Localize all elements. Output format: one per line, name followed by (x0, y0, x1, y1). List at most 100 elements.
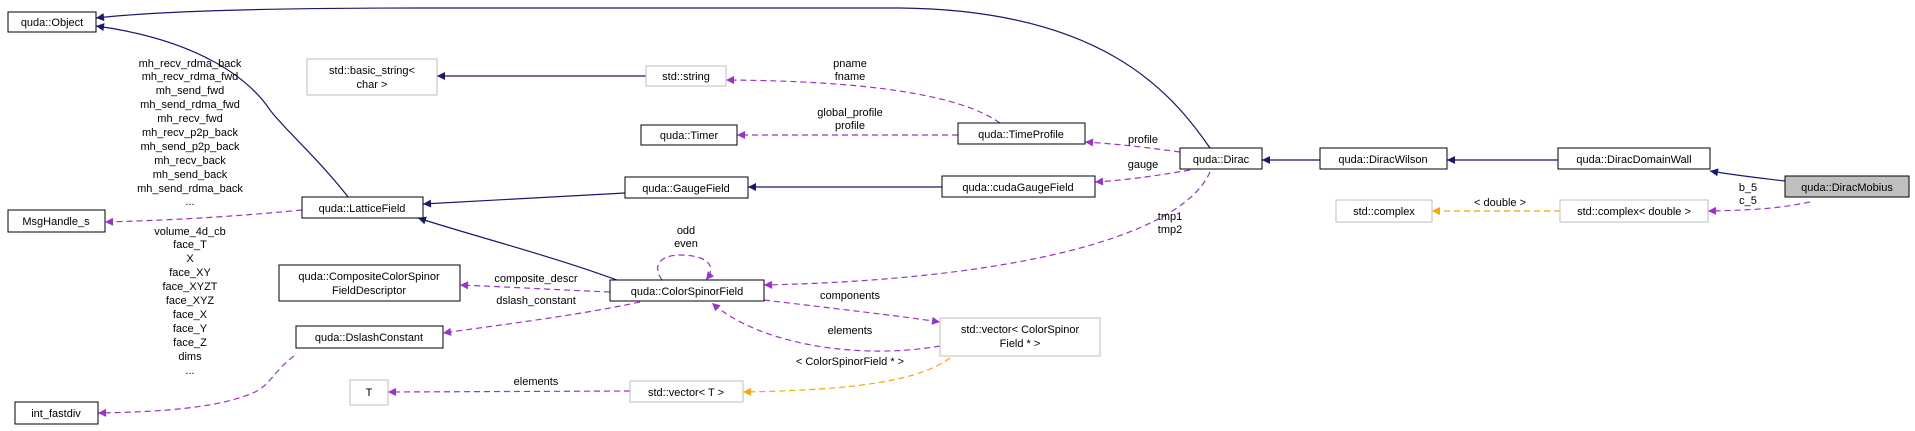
svg-text:mh_recv_p2p_back: mh_recv_p2p_back (142, 127, 239, 139)
svg-text:quda::DiracWilson: quda::DiracWilson (1338, 154, 1427, 166)
node-std-complex[interactable]: std::complex (1335, 199, 1433, 223)
label-global-profile: global_profile profile (817, 107, 882, 132)
svg-text:...: ... (185, 365, 194, 377)
svg-text:mh_send_p2p_back: mh_send_p2p_back (140, 141, 240, 153)
svg-text:face_Y: face_Y (173, 323, 208, 335)
node-quda-dirac[interactable]: quda::Dirac (1179, 147, 1263, 170)
svg-text:face_XY: face_XY (169, 267, 211, 279)
label-elements-T: elements (514, 376, 559, 388)
svg-text:quda::TimeProfile: quda::TimeProfile (978, 129, 1064, 141)
svg-text:face_X: face_X (173, 309, 208, 321)
svg-text:mh_recv_fwd: mh_recv_fwd (157, 113, 222, 125)
svg-text:quda::DiracDomainWall: quda::DiracDomainWall (1576, 154, 1691, 166)
svg-text:std::string: std::string (662, 71, 710, 83)
node-quda-object[interactable]: quda::Object (7, 11, 97, 33)
svg-text:even: even (674, 238, 698, 250)
label-pname-fname: pname fname (833, 58, 867, 83)
label-odd-even: odd even (674, 225, 698, 250)
svg-text:face_Z: face_Z (173, 337, 207, 349)
node-quda-diracmobius[interactable]: quda::DiracMobius (1784, 175, 1910, 198)
svg-text:face_XYZT: face_XYZT (162, 281, 217, 293)
svg-text:c_5: c_5 (1739, 195, 1757, 207)
node-std-vector-colorspinorfield[interactable]: std::vector< ColorSpinor Field * > (939, 317, 1101, 357)
svg-text:X: X (186, 253, 194, 265)
svg-text:mh_send_fwd: mh_send_fwd (156, 85, 225, 97)
edge-latticefield-object (95, 23, 353, 203)
svg-text:int_fastdiv: int_fastdiv (31, 408, 81, 420)
svg-text:std::complex< double >: std::complex< double > (1577, 206, 1691, 218)
label-tmp1-tmp2: tmp1 tmp2 (1158, 211, 1182, 236)
label-b5-c5: b_5 c_5 (1739, 182, 1757, 207)
svg-text:profile: profile (835, 120, 865, 132)
label-elements-vector: elements (828, 325, 873, 337)
node-quda-timeprofile[interactable]: quda::TimeProfile (957, 122, 1086, 145)
edge-colorspinorfield-vectorcsf (763, 299, 941, 325)
svg-text:quda::DslashConstant: quda::DslashConstant (315, 332, 423, 344)
label-composite-descr: composite_descr (494, 273, 577, 285)
svg-text:FieldDescriptor: FieldDescriptor (332, 285, 406, 297)
edge-colorspinorfield-dslashconstant (442, 301, 641, 336)
svg-text:std::basic_string<: std::basic_string< (329, 65, 415, 77)
node-int-fastdiv[interactable]: int_fastdiv (14, 401, 99, 425)
edge-msghandle-latticefield (104, 209, 303, 226)
node-std-basic-string[interactable]: std::basic_string< char > (306, 58, 438, 96)
edge-gaugefield-latticefield (422, 192, 626, 208)
edge-diracmobius-complexdouble (1707, 201, 1811, 215)
svg-text:dims: dims (178, 351, 202, 363)
svg-text:pname: pname (833, 58, 867, 70)
label-profile: profile (1128, 134, 1158, 146)
svg-text:odd: odd (677, 225, 695, 237)
svg-text:global_profile: global_profile (817, 107, 882, 119)
svg-text:quda::ColorSpinorField: quda::ColorSpinorField (631, 286, 744, 298)
svg-text:mh_send_rdma_fwd: mh_send_rdma_fwd (140, 99, 240, 111)
node-std-complex-double[interactable]: std::complex< double > (1559, 199, 1709, 223)
node-quda-diracdomainwall[interactable]: quda::DiracDomainWall (1557, 147, 1711, 170)
svg-text:quda::Object: quda::Object (21, 17, 83, 29)
svg-text:MsgHandle_s: MsgHandle_s (22, 216, 90, 228)
label-double-template: < double > (1474, 197, 1526, 209)
label-components: components (820, 290, 880, 302)
edge-colorspinorfield-latticefield (417, 216, 631, 286)
node-quda-colorspinorfield[interactable]: quda::ColorSpinorField (609, 279, 765, 302)
edge-vectorcsf-colorspinorfield (711, 302, 941, 352)
svg-text:volume_4d_cb: volume_4d_cb (154, 226, 226, 238)
node-quda-cudagaugefield[interactable]: quda::cudaGaugeField (941, 175, 1096, 198)
svg-text:std::vector< T >: std::vector< T > (648, 387, 724, 399)
svg-text:face_XYZ: face_XYZ (166, 295, 215, 307)
node-msghandle-s[interactable]: MsgHandle_s (7, 209, 106, 233)
svg-text:quda::GaugeField: quda::GaugeField (642, 183, 729, 195)
svg-text:mh_send_rdma_back: mh_send_rdma_back (137, 183, 243, 195)
node-quda-timer[interactable]: quda::Timer (640, 124, 738, 146)
edge-vectorT-T (387, 387, 631, 396)
node-quda-diracwilson[interactable]: quda::DiracWilson (1319, 147, 1448, 170)
node-quda-dslashconstant[interactable]: quda::DslashConstant (295, 325, 444, 349)
svg-text:...: ... (185, 196, 194, 208)
node-quda-latticefield[interactable]: quda::LatticeField (301, 196, 424, 219)
edge-diracmobius-diracdomainwall (1709, 168, 1786, 182)
svg-text:quda::cudaGaugeField: quda::cudaGaugeField (962, 182, 1073, 194)
node-quda-gaugefield[interactable]: quda::GaugeField (624, 176, 749, 199)
edge-colorspinorfield-ccsfd (459, 281, 611, 293)
edge-timeprofile-stdstring (725, 76, 1001, 124)
svg-text:quda::Timer: quda::Timer (660, 130, 719, 142)
svg-text:mh_send_back: mh_send_back (153, 169, 228, 181)
svg-text:tmp1: tmp1 (1158, 211, 1182, 223)
svg-text:std::complex: std::complex (1353, 206, 1415, 218)
svg-text:Field * >: Field * > (1000, 338, 1041, 350)
node-std-vector-T[interactable]: std::vector< T > (629, 380, 744, 403)
node-std-string[interactable]: std::string (645, 65, 727, 87)
node-composite-colorspinor-field-descriptor[interactable]: quda::CompositeColorSpinor FieldDescript… (278, 264, 461, 302)
label-msghandle-members: mh_recv_rdma_back mh_recv_rdma_fwd mh_se… (137, 58, 243, 208)
svg-text:mh_recv_rdma_fwd: mh_recv_rdma_fwd (142, 71, 239, 83)
svg-text:quda::DiracMobius: quda::DiracMobius (1801, 182, 1893, 194)
svg-text:b_5: b_5 (1739, 182, 1757, 194)
svg-text:quda::LatticeField: quda::LatticeField (319, 203, 406, 215)
svg-text:quda::CompositeColorSpinor: quda::CompositeColorSpinor (298, 271, 440, 283)
svg-text:std::vector< ColorSpinor: std::vector< ColorSpinor (961, 324, 1080, 336)
edge-colorspinorfield-self (657, 254, 715, 281)
node-T[interactable]: T (349, 379, 389, 406)
edge-dirac-colorspinorfield (763, 171, 1211, 289)
edge-dirac-timeprofile (1084, 138, 1181, 153)
edge-vectorT-vectorcsf (742, 357, 951, 396)
